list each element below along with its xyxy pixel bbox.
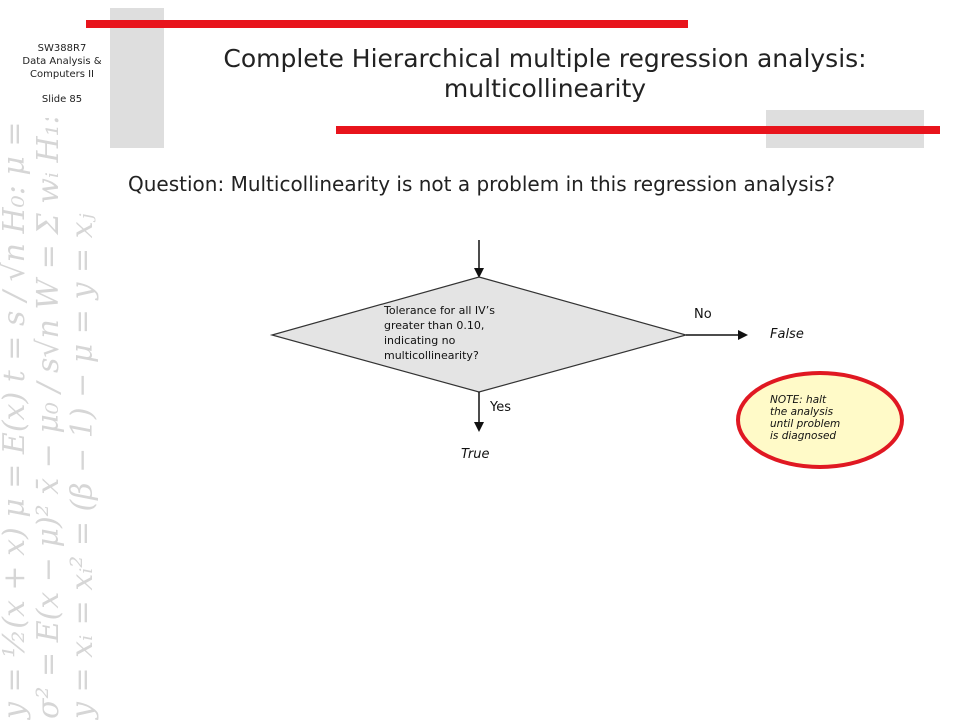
false-outcome-label: False	[770, 327, 804, 342]
question-body: Multicollinearity is not a problem in th…	[230, 172, 836, 196]
question-label: Question:	[128, 172, 225, 196]
note-line-3: until problem	[770, 418, 841, 430]
decision-line-2: greater than 0.10,	[384, 319, 485, 332]
decorative-red-bar-top	[86, 20, 688, 28]
decision-line-1: Tolerance for all IV’s	[384, 304, 495, 317]
note-line-4: is diagnosed	[770, 430, 837, 442]
slide-title: Complete Hierarchical multiple regressio…	[150, 44, 940, 104]
note-line-1: NOTE: halt	[770, 394, 827, 406]
sidebar-course-info: SW388R7 Data Analysis & Computers II Sli…	[0, 42, 124, 106]
note-ellipse	[736, 371, 904, 469]
slide-number: Slide 85	[41, 94, 83, 105]
true-outcome-label: True	[461, 447, 490, 462]
svg-text:σ² = E(x − μ)² x̄ − μ₀ / s√n: σ² = E(x − μ)² x̄ − μ₀ / s√n W = Σ wᵢ H₁…	[31, 118, 66, 719]
decision-line-4: multicollinearity?	[384, 349, 479, 362]
decision-text: Tolerance for all IV’s greater than 0.10…	[384, 303, 544, 363]
no-label: No	[694, 307, 712, 322]
decision-line-3: indicating no	[384, 334, 456, 347]
note-line-2: the analysis	[770, 406, 834, 418]
note-text: NOTE: halt the analysis until problem is…	[770, 394, 880, 442]
decorative-grey-strip	[110, 8, 164, 148]
question-text: Question: Multicollinearity is not a pro…	[128, 172, 948, 196]
course-name-line-2: Computers II	[30, 69, 94, 80]
svg-text:y = xᵢ = xᵢ² = (β − 1) − μ =: y = xᵢ = xᵢ² = (β − 1) − μ = y = xⱼ	[65, 213, 100, 720]
yes-label: Yes	[490, 400, 511, 415]
slide-title-line-2: multicollinearity	[443, 74, 647, 103]
course-name-line-1: Data Analysis &	[22, 56, 102, 67]
course-code: SW388R7	[37, 43, 87, 54]
decorative-red-bar-middle	[336, 126, 940, 134]
svg-text:y = ½(x + x) μ = E(x) t = s /: y = ½(x + x) μ = E(x) t = s / √n H₀: μ =…	[0, 118, 32, 720]
math-watermark: y = ½(x + x) μ = E(x) t = s / √n H₀: μ =…	[0, 118, 110, 720]
slide-title-line-1: Complete Hierarchical multiple regressio…	[223, 44, 867, 73]
